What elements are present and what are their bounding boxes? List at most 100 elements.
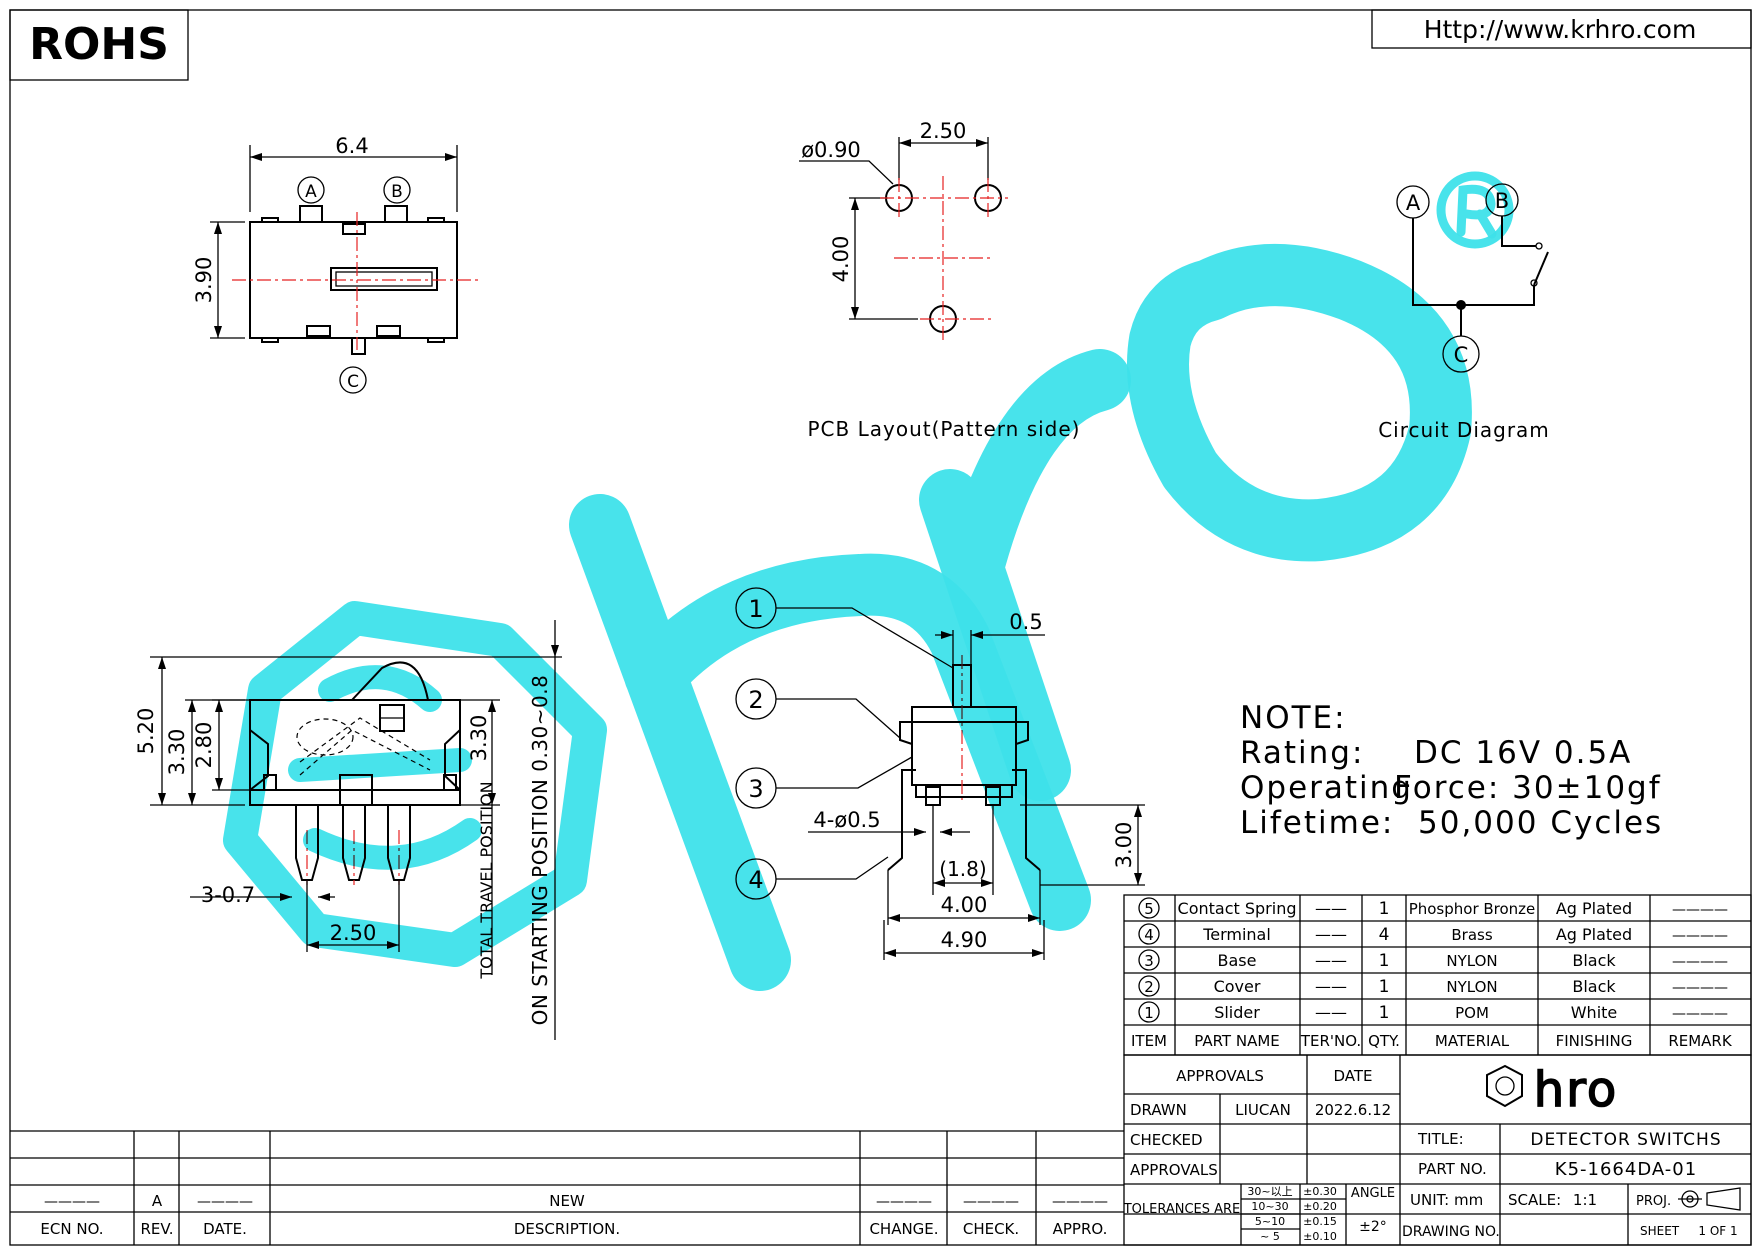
bom-finishing: Black: [1572, 951, 1616, 970]
starting-position-label: ON STARTING POSITION 0.30~0.8: [528, 675, 552, 1026]
callout-3: 3: [748, 775, 763, 803]
bom-ter-no: ——: [1315, 977, 1347, 996]
tb-tol-range-1: 30~以上: [1247, 1185, 1292, 1198]
note-rating-value: DC 16V 0.5A: [1414, 735, 1632, 771]
bom-header-item: ITEM: [1131, 1032, 1167, 1050]
rev-check-header: CHECK.: [963, 1220, 1019, 1238]
bom-part-name: Cover: [1214, 977, 1261, 996]
bom-ter-no: ——: [1315, 899, 1347, 918]
side-dim-520: 5.20: [134, 708, 158, 755]
bom-material: Brass: [1451, 926, 1492, 944]
bom-item-no: 5: [1144, 900, 1154, 918]
bom-table: 5 Contact Spring —— 1 Phosphor Bronze Ag…: [1123, 894, 1752, 1056]
bom-header-remark: REMARK: [1668, 1032, 1733, 1050]
tb-sheet-label: SHEET: [1640, 1224, 1680, 1238]
tb-title-value: DETECTOR SWITCHS: [1530, 1130, 1721, 1150]
tb-tol-range-4: ~ 5: [1260, 1230, 1280, 1243]
bom-header-name: PART NAME: [1194, 1032, 1280, 1050]
bom-remark: ————: [1672, 1006, 1728, 1022]
tb-part-value: K5-1664DA-01: [1555, 1159, 1697, 1180]
bom-part-name: Slider: [1214, 1003, 1260, 1022]
side-dim-280: 2.80: [192, 722, 216, 769]
tb-tol-range-2: 10~30: [1251, 1200, 1288, 1213]
rev-rev-value: A: [152, 1192, 163, 1210]
rev-ecn-header: ECN NO.: [40, 1220, 103, 1238]
side-dim-330: 3.30: [165, 729, 189, 776]
top-view: 6.4 3.90 A B C: [192, 134, 480, 394]
notes-block: NOTE: Rating: DC 16V 0.5A Operating Forc…: [1240, 700, 1662, 841]
dim-width: 6.4: [335, 134, 368, 158]
bom-remark: ————: [1672, 902, 1728, 918]
bom-remark: ————: [1672, 980, 1728, 996]
rev-date-header: DATE.: [203, 1220, 247, 1238]
tb-date-header: DATE: [1333, 1067, 1372, 1085]
tb-tol-value-2: ±0.20: [1303, 1200, 1337, 1213]
tb-proj-label: PROJ.: [1636, 1194, 1671, 1209]
tb-approvals-label: APPROVALS: [1130, 1161, 1218, 1179]
bom-part-name: Base: [1218, 951, 1257, 970]
bom-remark: ————: [1672, 928, 1728, 944]
bom-finishing: Ag Plated: [1556, 899, 1632, 918]
bom-row: 3 Base —— 1 NYLON Black ————: [1138, 949, 1728, 971]
note-rating-label: Rating:: [1240, 735, 1364, 771]
front-dim-18: (1.8): [939, 857, 986, 881]
bom-material: NYLON: [1446, 952, 1497, 970]
bom-row: 4 Terminal —— 4 Brass Ag Plated ————: [1138, 923, 1728, 945]
tb-unit: UNIT: mm: [1410, 1191, 1483, 1209]
tb-drawn-by: LIUCAN: [1235, 1101, 1291, 1119]
bom-material: POM: [1455, 1004, 1489, 1022]
tb-tol-value-1: ±0.30: [1303, 1185, 1337, 1198]
tb-checked-label: CHECKED: [1130, 1131, 1203, 1149]
bom-qty: 1: [1379, 899, 1390, 919]
front-dim-400: 4.00: [941, 893, 988, 917]
rev-appro-value: ————: [1052, 1194, 1108, 1210]
bom-ter-no: ——: [1315, 925, 1347, 944]
pcb-dim-pitch: 2.50: [920, 119, 967, 143]
tb-tol-value-3: ±0.15: [1303, 1215, 1337, 1228]
tb-scale-value: 1:1: [1573, 1191, 1597, 1209]
tb-drawn-label: DRAWN: [1130, 1101, 1187, 1119]
bom-row: 2 Cover —— 1 NYLON Black ————: [1138, 975, 1728, 997]
dim-height: 3.90: [192, 257, 216, 304]
bom-item-no: 4: [1144, 926, 1154, 944]
hro-logo: hro: [1486, 1061, 1618, 1119]
bom-header-material: MATERIAL: [1435, 1032, 1510, 1050]
bom-finishing: White: [1571, 1003, 1618, 1022]
rev-date-value: ————: [197, 1194, 253, 1210]
bom-header-ter: TER'NO.: [1300, 1032, 1361, 1050]
bom-qty: 1: [1379, 977, 1390, 997]
tb-tol-value-4: ±0.10: [1303, 1230, 1337, 1243]
bom-material: Phosphor Bronze: [1409, 900, 1536, 918]
website-url[interactable]: Http://www.krhro.com: [1424, 15, 1697, 44]
bom-qty: 1: [1379, 1003, 1390, 1023]
tb-approvals-header: APPROVALS: [1176, 1067, 1264, 1085]
tb-sheet-value: 1 OF 1: [1698, 1224, 1737, 1238]
side-dim-330-right: 3.30: [467, 715, 491, 762]
tb-drawing-no-label: DRAWING NO.: [1402, 1224, 1500, 1240]
top-pin-a: A: [305, 182, 317, 202]
callout-2: 2: [748, 686, 763, 714]
rev-rev-header: REV.: [141, 1220, 174, 1238]
hro-logo-text: hro: [1534, 1062, 1618, 1118]
bom-row: 5 Contact Spring —— 1 Phosphor Bronze Ag…: [1138, 897, 1728, 919]
rev-check-value: ————: [963, 1194, 1019, 1210]
note-force-label: Operating: [1240, 770, 1413, 806]
bom-header-qty: QTY.: [1368, 1032, 1400, 1050]
rev-appro-header: APPRO.: [1053, 1220, 1108, 1238]
bom-remark: ————: [1672, 954, 1728, 970]
bom-ter-no: ——: [1315, 951, 1347, 970]
pcb-dim-vert: 4.00: [829, 236, 853, 283]
tb-title-label: TITLE:: [1417, 1130, 1464, 1148]
bom-item-no: 2: [1144, 978, 1154, 996]
front-dim-490: 4.90: [941, 928, 988, 952]
tb-angle-value: ±2°: [1359, 1219, 1387, 1235]
tb-drawn-date: 2022.6.12: [1315, 1101, 1391, 1119]
note-force-value: Force: 30±10gf: [1394, 770, 1662, 806]
bom-row: 1 Slider —— 1 POM White ————: [1138, 1001, 1728, 1023]
bom-ter-no: ——: [1315, 1003, 1347, 1022]
sheet-border: [9, 9, 1752, 1246]
circuit-pin-a: A: [1406, 191, 1421, 215]
tb-angle-label: ANGLE: [1351, 1186, 1395, 1201]
bom-item-no: 1: [1144, 1004, 1154, 1022]
